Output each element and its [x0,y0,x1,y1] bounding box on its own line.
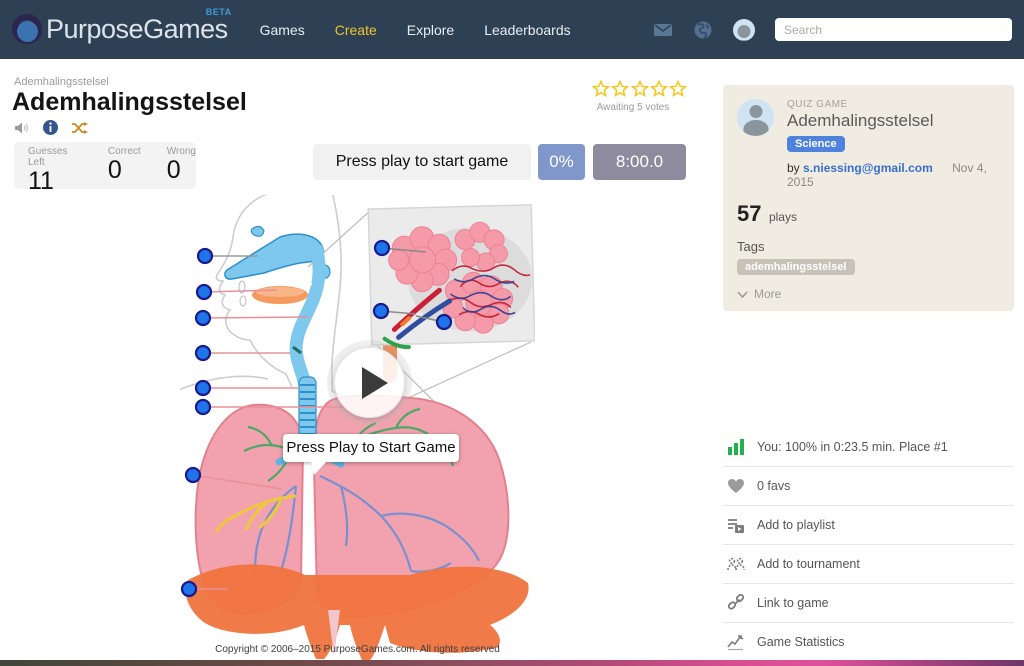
shuffle-icon[interactable] [71,121,88,135]
progress-percent-badge: 0% [538,144,585,180]
press-play-overlay: Press Play to Start Game [283,434,459,475]
copyright-text: Copyright © 2006–2015 PurposeGames.com. … [215,644,500,655]
quiz-marker[interactable] [194,398,212,416]
awaiting-votes-text: Awaiting 5 votes [596,102,670,113]
scoreboard: Guesses Left 11 Correct 0 Wrong 0 [14,142,196,195]
tournament-icon [727,557,745,571]
statistics-icon [727,635,744,651]
by-label: by [787,161,800,175]
nav-create[interactable]: Create [334,21,377,38]
link-to-game-label: Link to game [757,596,829,610]
author-avatar[interactable] [737,99,774,136]
play-icon [362,367,388,399]
guesses-left-label: Guesses Left [28,146,68,168]
play-button[interactable] [334,347,405,418]
correct-count: Correct 0 [108,146,141,189]
breadcrumb[interactable]: Ademhalingsstelsel [14,76,109,88]
add-to-tournament-label: Add to tournament [757,557,860,571]
playlist-icon [728,519,744,533]
anatomy-illustration [180,195,535,660]
star-icon[interactable] [630,80,649,97]
star-icon[interactable] [649,80,668,97]
add-to-playlist-label: Add to playlist [757,518,835,532]
correct-value: 0 [107,156,122,184]
nav-explore[interactable]: Explore [406,21,455,38]
quiz-marker[interactable] [180,580,198,598]
category-badge[interactable]: Science [787,136,845,152]
wrong-value: 0 [166,156,181,184]
more-label: More [754,287,782,301]
rating-stars [592,80,687,97]
search-input[interactable] [775,18,1012,41]
add-to-tournament-row[interactable]: Add to tournament [723,545,1014,584]
title-icon-row [14,120,88,135]
favs-label: 0 favs [757,479,791,493]
game-statistics-row[interactable]: Game Statistics [723,623,1014,662]
correct-label: Correct [107,146,141,157]
link-icon [727,594,745,610]
add-to-playlist-row[interactable]: Add to playlist [723,506,1014,545]
tag-ademhalingsstelsel[interactable]: ademhalingsstelsel [737,259,855,275]
guesses-left: Guesses Left 11 [28,146,82,195]
globe-icon[interactable] [693,20,713,40]
card-game-title: Ademhalingsstelsel [787,111,934,130]
user-avatar[interactable] [733,18,755,41]
wrong-label: Wrong [166,146,196,157]
beta-label: BETA [205,6,232,17]
quiz-marker[interactable] [372,302,390,320]
quiz-marker[interactable] [194,309,212,327]
quiz-marker[interactable] [196,247,214,265]
logo-text: PurposeGames [46,14,228,44]
sidebar: QUIZ GAME Ademhalingsstelsel Science by … [723,85,1014,311]
byline: by s.niessing@gmail.com Nov 4, 2015 [787,161,1000,189]
info-icon[interactable] [43,120,58,135]
game-status-text: Press play to start game [313,144,531,180]
nav-leaderboards[interactable]: Leaderboards [484,21,571,38]
plays-label: plays [768,210,797,224]
star-icon[interactable] [611,80,630,97]
your-result-label: You: 100% in 0:23.5 min. Place #1 [757,440,948,454]
plays-value: 57 [737,201,762,226]
navbar-right [653,0,1012,59]
page-title: Ademhalingsstelsel [12,88,247,116]
more-toggle[interactable]: More [737,287,1000,301]
tags-label: Tags [737,239,765,254]
quiz-marker[interactable] [195,283,213,301]
bottom-banner-strip [0,660,1024,666]
plays-count: 57 plays [737,201,1000,227]
heart-icon [728,479,744,493]
top-navbar: PurposeGames BETA Games Create Explore L… [0,0,1024,59]
your-result-row[interactable]: You: 100% in 0:23.5 min. Place #1 [723,428,1014,467]
main-nav: Games Create Explore Leaderboards [260,22,571,38]
game-type-label: QUIZ GAME [787,99,848,110]
quiz-marker[interactable] [184,466,202,484]
star-icon[interactable] [592,80,610,97]
bar-chart-icon [728,439,744,455]
speaker-mute-icon[interactable] [14,121,30,135]
purposegames-logo[interactable]: PurposeGames BETA [12,7,231,46]
quiz-marker[interactable] [194,344,212,362]
game-actions-list: You: 100% in 0:23.5 min. Place #1 0 favs… [723,428,1014,662]
logo-icon [12,13,44,46]
game-info-card: QUIZ GAME Ademhalingsstelsel Science by … [723,85,1014,311]
timer-badge: 8:00.0 [593,144,686,180]
quiz-marker[interactable] [435,313,453,331]
publish-date: Nov 4, 2015 [787,161,987,189]
favs-row[interactable]: 0 favs [723,467,1014,506]
link-to-game-row[interactable]: Link to game [723,584,1014,623]
guesses-left-value: 11 [28,167,54,195]
game-stage: Press Play to Start Game Copyright © 200… [180,195,535,660]
wrong-count: Wrong 0 [167,146,196,189]
nav-games[interactable]: Games [259,21,305,38]
author-link[interactable]: s.niessing@gmail.com [803,161,933,175]
quiz-marker[interactable] [194,379,212,397]
game-statistics-label: Game Statistics [757,635,845,649]
mail-icon[interactable] [653,20,673,40]
chevron-down-icon [737,290,748,298]
star-icon[interactable] [669,80,687,97]
quiz-marker[interactable] [373,239,391,257]
